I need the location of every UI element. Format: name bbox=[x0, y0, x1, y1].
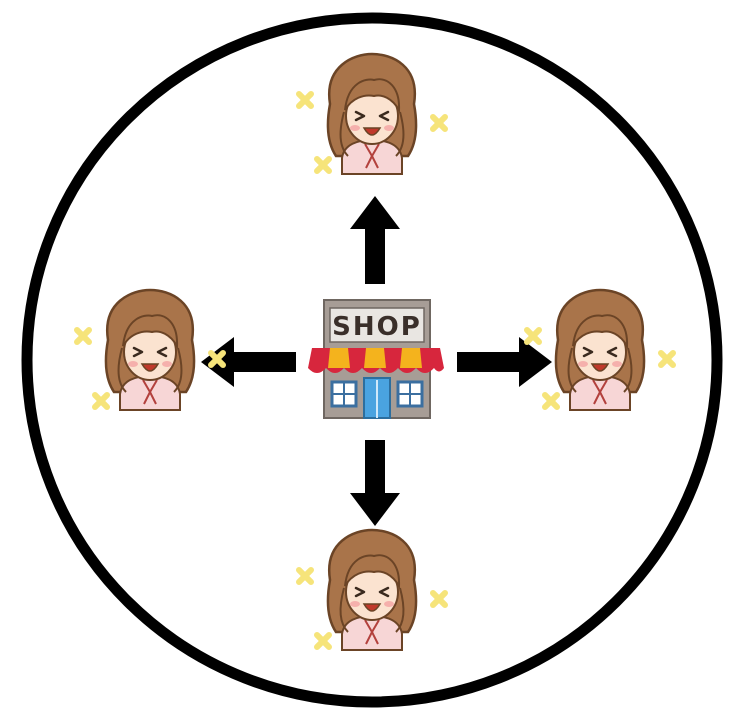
arrow-right bbox=[457, 337, 552, 387]
arrow-up bbox=[350, 196, 400, 284]
arrow-down bbox=[350, 440, 400, 526]
arrow-left bbox=[201, 337, 296, 387]
shop-icon: SHOP bbox=[308, 299, 444, 419]
shop-sign-label: SHOP bbox=[332, 312, 422, 342]
